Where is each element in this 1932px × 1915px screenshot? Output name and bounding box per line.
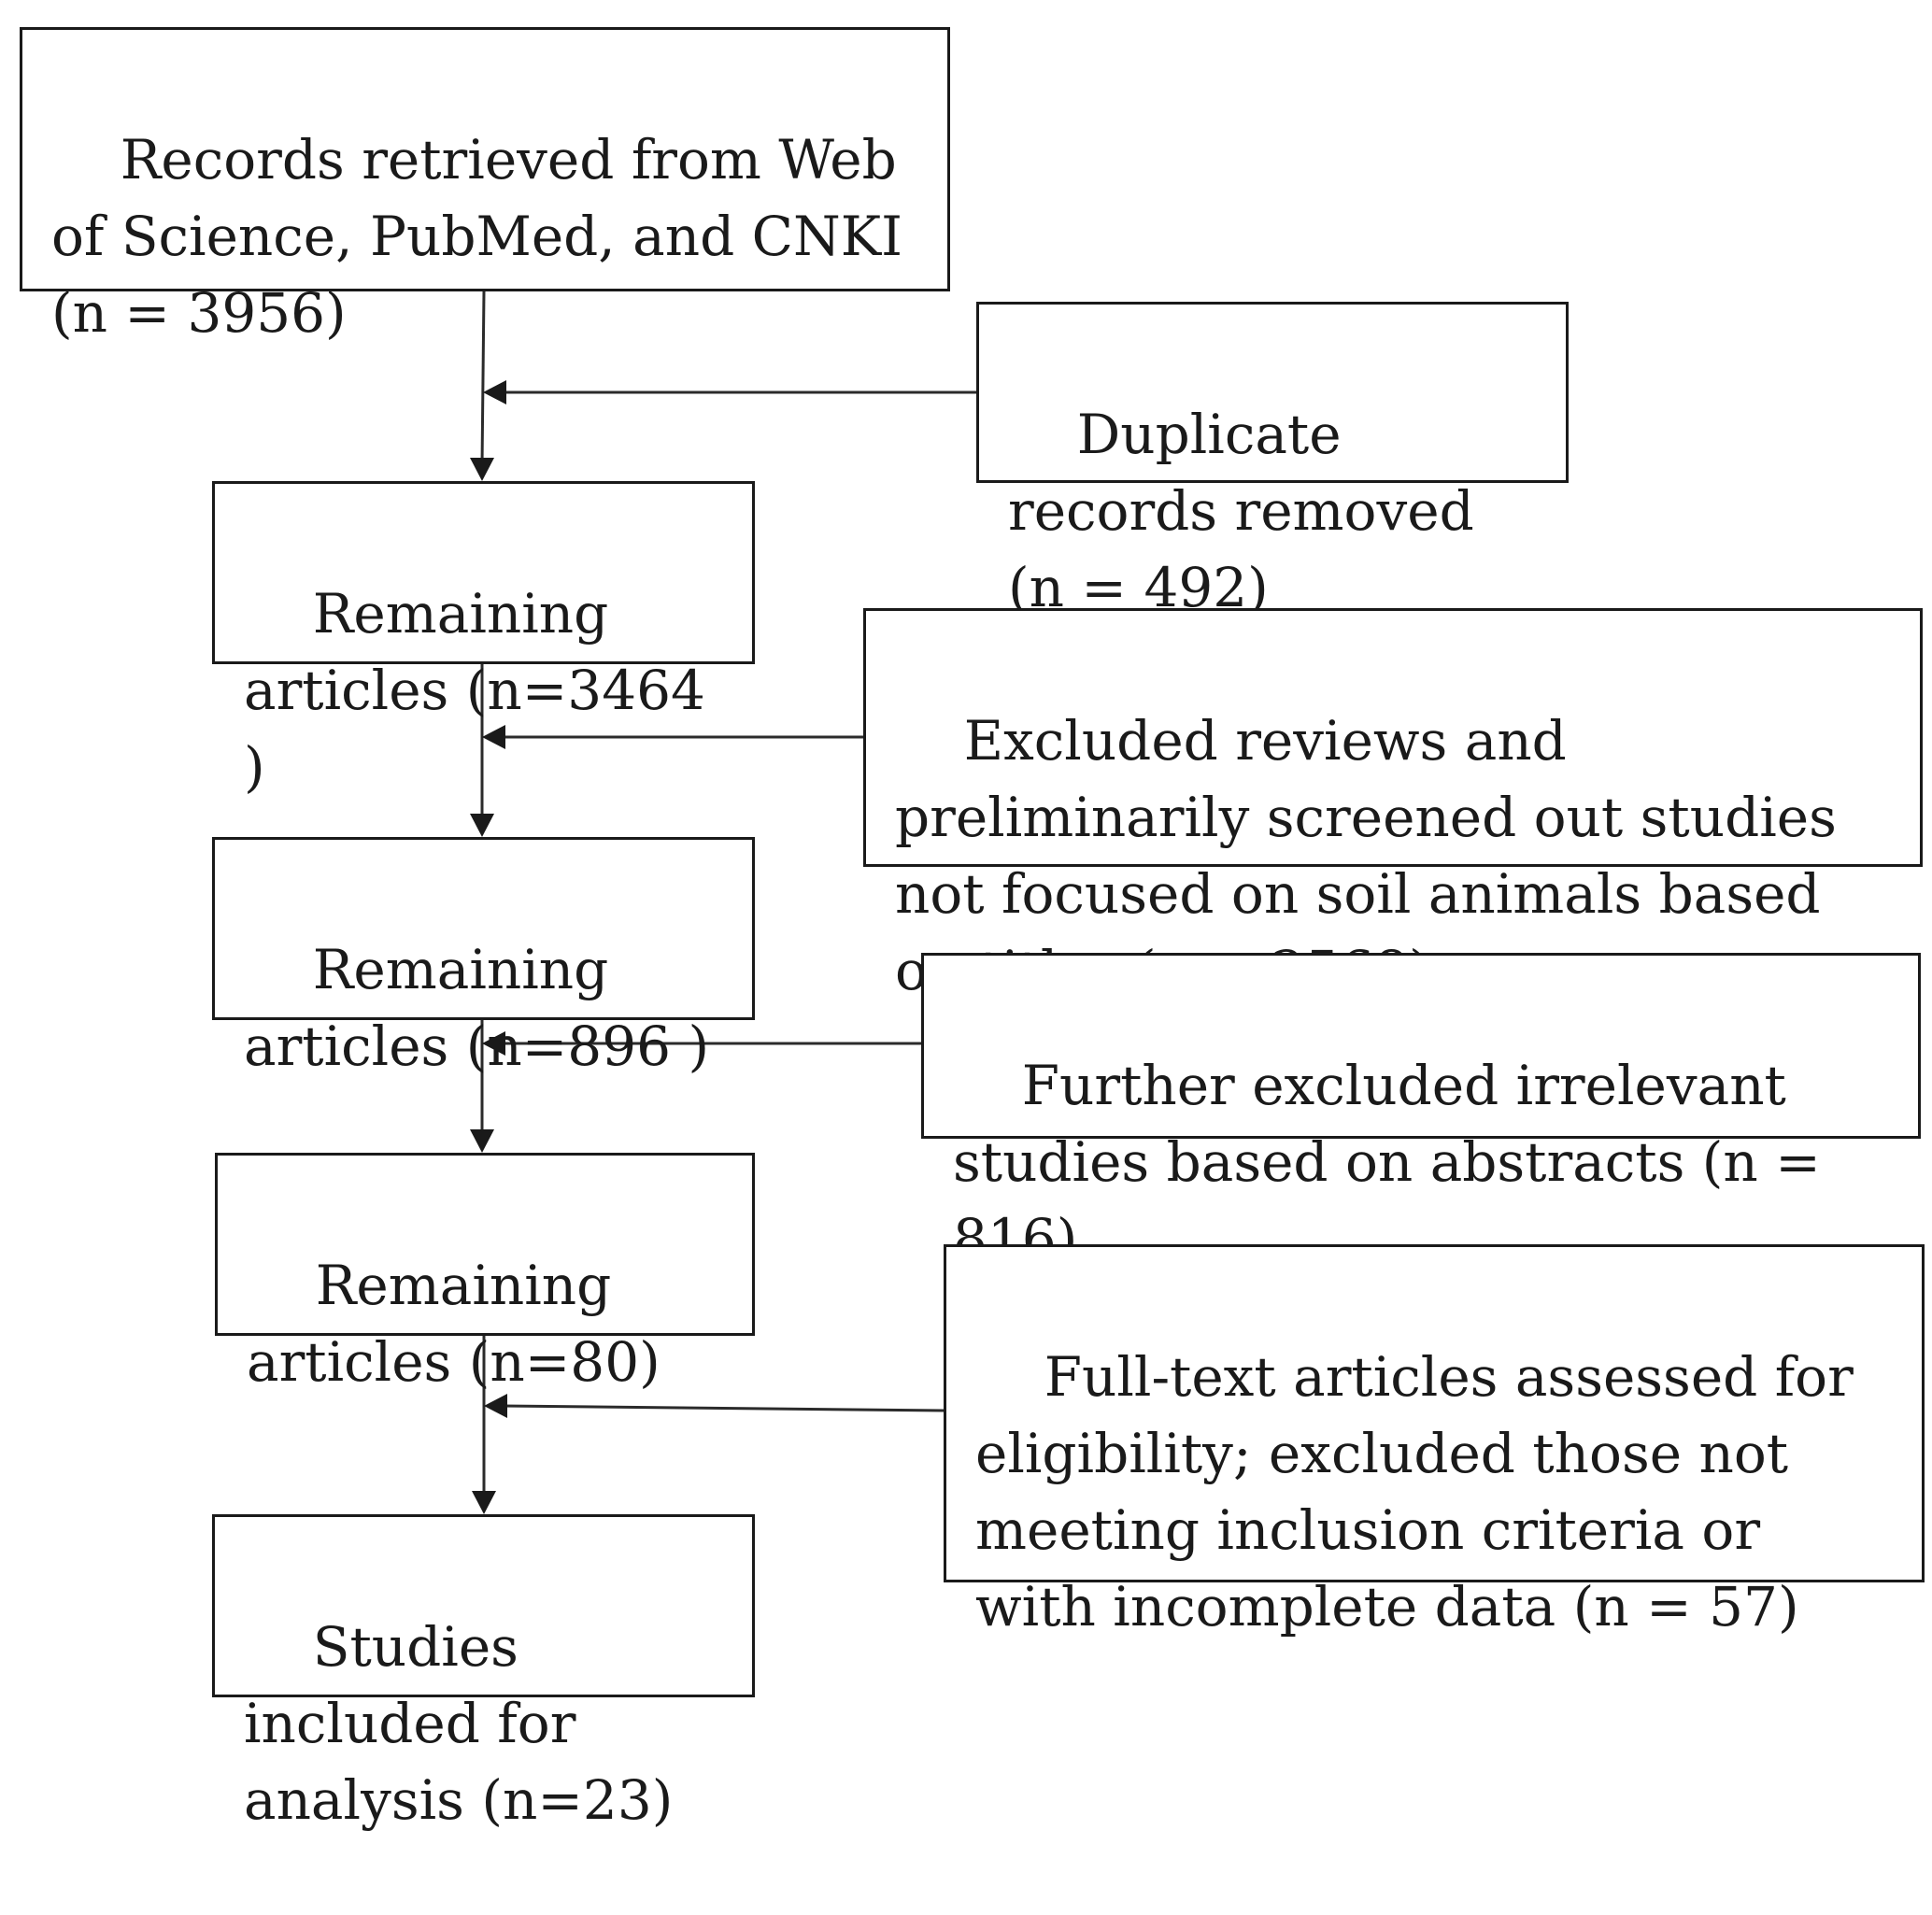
remaining-articles-box-1: Remaining articles (n=3464 ) [212,481,755,799]
arrowhead-to-remaining3 [470,1129,494,1153]
studies-included-text: Studies included for analysis (n=23) [244,1615,674,1832]
connector-layer [470,291,976,1514]
studies-included-box: Studies included for analysis (n=23) [212,1514,755,1832]
records-retrieved-box: Records retrieved from Web of Science, P… [20,27,950,345]
prisma-flow-diagram: Records retrieved from Web of Science, P… [20,27,1925,1832]
arrowhead-excluded-fulltext [484,1394,507,1418]
remaining-articles-text-3: Remaining articles (n=80) [247,1254,661,1394]
arrowhead-to-remaining2 [470,814,494,837]
excluded-full-text-text: Full-text articles assessed for eligibil… [975,1345,1871,1638]
arrowhead-excluded-abstracts [482,1031,505,1056]
remaining-articles-text-2: Remaining articles (n=896 ) [244,938,710,1078]
excluded-by-title-box: Excluded reviews and preliminarily scree… [863,608,1923,1002]
excluded-by-abstract-box: Further excluded irrelevant studies base… [921,953,1921,1270]
arrowhead-duplicates [483,380,506,404]
remaining-articles-text-1: Remaining articles (n=3464 ) [244,582,723,799]
excluded-by-abstract-text: Further excluded irrelevant studies base… [953,1054,1839,1270]
connector-records-to-remaining1 [480,291,486,466]
arrowhead-excluded-titles [482,725,505,749]
excluded-full-text-box: Full-text articles assessed for eligibil… [944,1244,1925,1638]
arrowhead-to-included [472,1491,496,1514]
records-retrieved-text: Records retrieved from Web of Science, P… [51,128,920,345]
connector-excluded-fulltext [502,1404,945,1412]
remaining-articles-box-2: Remaining articles (n=896 ) [212,837,755,1078]
duplicates-removed-text: Duplicate records removed (n = 492) [1008,403,1492,619]
remaining-articles-box-3: Remaining articles (n=80) [215,1153,755,1394]
duplicates-removed-box: Duplicate records removed (n = 492) [976,302,1569,619]
arrowhead-to-remaining1 [470,458,494,481]
